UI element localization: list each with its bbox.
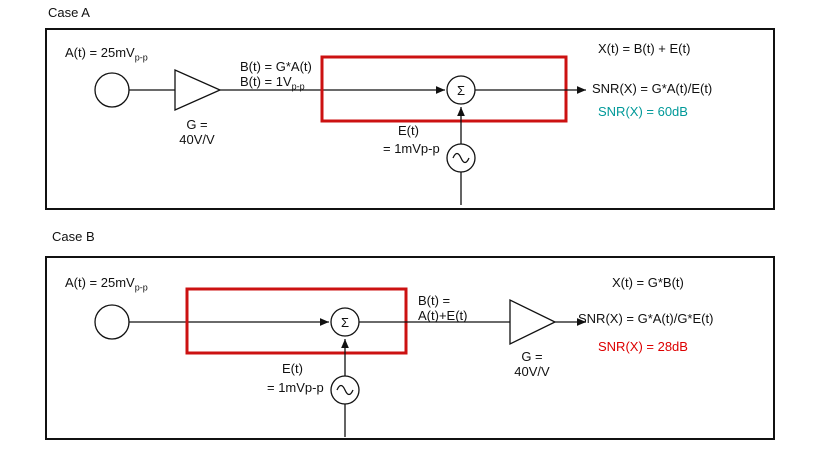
gain-label-line2: 40V/V (179, 131, 215, 147)
noise-label-line1: E(t) (398, 123, 419, 138)
case-a-schematic: Σ (94, 55, 586, 205)
sigma-symbol: Σ (341, 315, 349, 330)
gain-label-line2: 40V/V (514, 363, 550, 379)
b-signal-label: B(t) = A(t)+E(t) (418, 293, 468, 324)
signal-source-symbol (94, 304, 130, 340)
b-signal-label-line2: A(t)+E(t) (418, 307, 468, 323)
amplifier-symbol (174, 68, 222, 112)
case-a-title: Case A (48, 5, 90, 20)
highlight-box (185, 287, 408, 355)
snr-value: SNR(X) = 28dB (598, 339, 688, 354)
noise-label-line1: E(t) (282, 361, 303, 376)
sine-wave-icon (336, 384, 354, 396)
case-b-schematic: Σ (94, 287, 586, 437)
gain-label: G = 40V/V (497, 349, 567, 380)
gain-label-line1: G = (186, 117, 208, 132)
source-label-sub: p-p (134, 52, 148, 63)
signal-source-symbol (94, 72, 130, 108)
b-signal-label-line2-sub: p-p (291, 81, 305, 92)
highlight-box (320, 55, 568, 123)
noise-label-line2: = 1mVp-p (383, 141, 440, 156)
gain-label: G = 40V/V (162, 117, 232, 148)
snr-equation: SNR(X) = G*A(t)/E(t) (592, 81, 713, 96)
sine-wave-icon (452, 152, 470, 164)
output-equation: X(t) = B(t) + E(t) (598, 41, 691, 56)
b-signal-label: B(t) = G*A(t) B(t) = 1Vp-p (240, 59, 312, 92)
b-signal-label-line2: B(t) = 1Vp-p (240, 73, 312, 92)
snr-value: SNR(X) = 60dB (598, 104, 688, 119)
source-label-main: A(t) = 25mV (65, 275, 135, 290)
snr-equation: SNR(X) = G*A(t)/G*E(t) (578, 311, 714, 326)
b-signal-label-line1: B(t) = G*A(t) (240, 59, 312, 74)
amplifier-symbol (509, 298, 557, 346)
source-label: A(t) = 25mVp-p (65, 275, 148, 293)
case-b-title: Case B (52, 229, 95, 244)
output-equation: X(t) = G*B(t) (612, 275, 684, 290)
noise-label-line2: = 1mVp-p (267, 380, 324, 395)
b-signal-label-line2-main: B(t) = 1V (240, 73, 292, 89)
b-signal-label-line1: B(t) = (418, 293, 451, 308)
source-label-main: A(t) = 25mV (65, 45, 135, 60)
source-label-sub: p-p (134, 282, 148, 293)
case-a-diagram: Σ A(t) = 25mVp-p G = 40V/V B(t) = G*A(t)… (45, 28, 775, 210)
gain-label-line1: G = (521, 349, 543, 364)
sigma-symbol: Σ (457, 83, 465, 98)
case-b-diagram: Σ A(t) = 25mVp-p E(t) = 1mVp-p B(t) = A(… (45, 256, 775, 440)
source-label: A(t) = 25mVp-p (65, 45, 148, 63)
